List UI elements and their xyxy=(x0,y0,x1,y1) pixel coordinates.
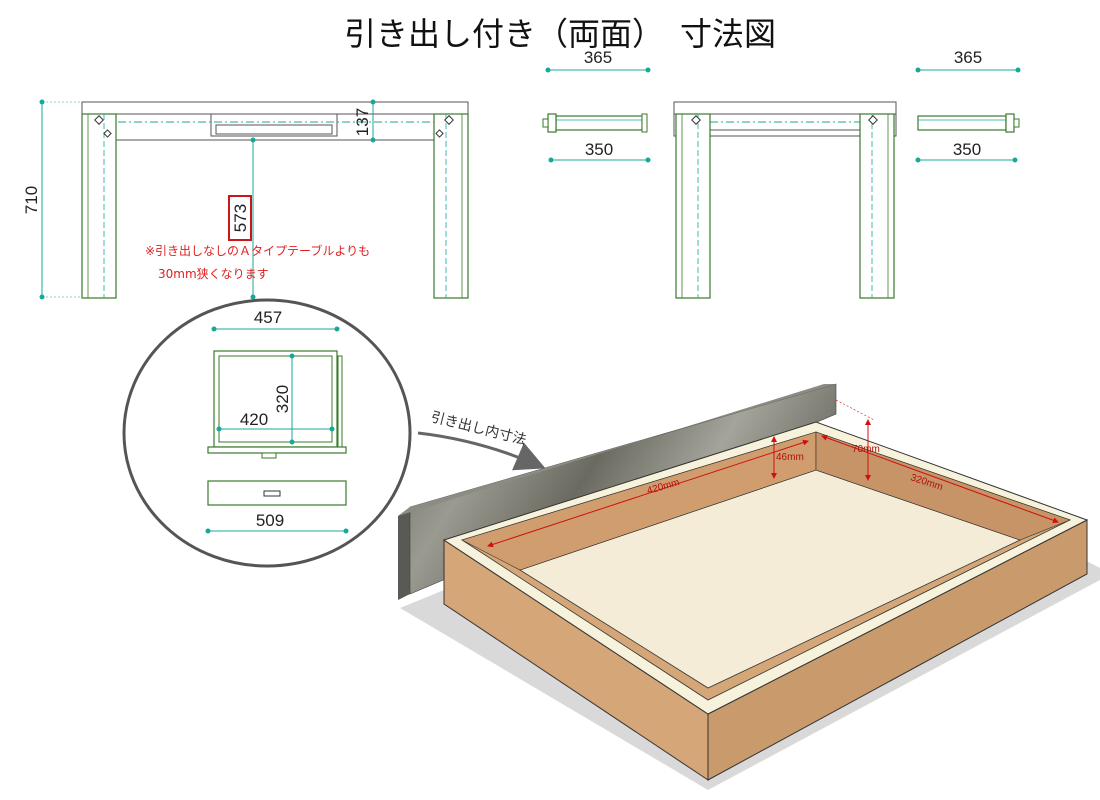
front-panel-side xyxy=(398,507,410,600)
drawer-plan-front xyxy=(207,446,347,454)
drawer-inner-width-label: 420 xyxy=(240,410,268,429)
side-bottom-width-label: 350 xyxy=(585,140,613,159)
side-left-leg xyxy=(675,113,711,299)
drawer-front-width-label: 509 xyxy=(256,511,284,530)
drawer-handle-slot xyxy=(263,490,281,497)
right-side-bottom-width-label: 350 xyxy=(953,140,981,159)
front-right-leg xyxy=(433,113,469,299)
note-line-1: ※引き出しなしのＡタイプテーブルよりも xyxy=(145,243,370,258)
inner-dimension-callout: 引き出し内寸法 xyxy=(417,409,546,471)
front-left-leg xyxy=(81,113,117,299)
note-line-2: 30mm狭くなります xyxy=(158,267,269,281)
table-side-view xyxy=(673,101,897,299)
front-drawer-face xyxy=(215,124,333,135)
total-height-label: 710 xyxy=(22,186,41,214)
drawer-side-view-right: 365 350 xyxy=(915,48,1021,163)
clearance-height-label: 573 xyxy=(231,204,250,232)
drawer-outer-width-label: 457 xyxy=(254,308,282,327)
clearance-callout-box xyxy=(228,195,252,241)
drawer-plan-magnifier: 457 320 420 509 xyxy=(122,298,412,568)
side-top-width-label: 365 xyxy=(584,48,612,67)
callout-label: 引き出し内寸法 xyxy=(429,409,528,448)
right-side-drawer-body xyxy=(917,115,1007,131)
front-view: 710 137 573 ※引き出しなしのＡタイプテーブルよりも 30mm狭くなり… xyxy=(22,99,469,300)
outer-height-label: 70mm xyxy=(852,444,880,455)
front-tabletop xyxy=(81,101,469,115)
drawer-plan-inner xyxy=(218,355,333,443)
side-right-leg xyxy=(859,113,895,299)
right-side-top-width-label: 365 xyxy=(954,48,982,67)
drawer-inner-depth-label: 320 xyxy=(273,385,292,413)
drawing-title: 引き出し付き（両面） 寸法図 xyxy=(344,15,776,53)
inner-height-label: 46mm xyxy=(776,452,804,463)
drawer-side-view-left: 365 350 xyxy=(542,48,651,163)
side-tabletop xyxy=(673,101,897,115)
apron-height-label: 137 xyxy=(353,108,372,136)
side-drawer-body xyxy=(555,115,643,131)
drawer-3d-render: 420mm 46mm 70mm 320mm xyxy=(398,383,1100,790)
